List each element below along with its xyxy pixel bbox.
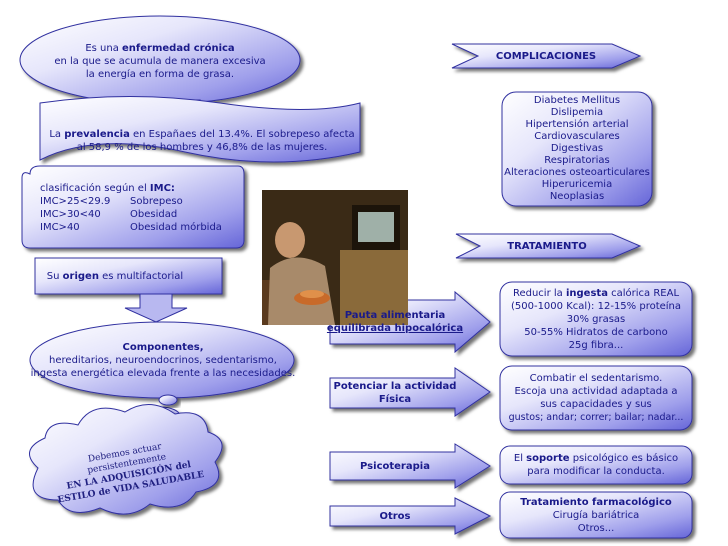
complicaciones-list: Diabetes Mellitus Dislipemia Hipertensió… xyxy=(502,94,652,204)
complicacion-item: Cardiovasculares xyxy=(534,131,620,142)
sedentarismo-line-1: Combatir el sedentarismo. xyxy=(529,373,663,384)
complicacion-item: Dislipemia xyxy=(550,107,604,118)
origin-box: Su origen es multifactorial xyxy=(35,258,195,294)
components-oval: Componentes, hereditarios, neuroendocrin… xyxy=(28,338,298,382)
farmaco-box: Tratamiento farmacológico Cirugía bariát… xyxy=(500,494,692,536)
farmaco-box-shape xyxy=(499,491,693,539)
down-arrow-shape xyxy=(124,293,188,323)
sedentarismo-line-2: Escoja una actividad adaptada a xyxy=(514,386,678,397)
otros-arrow: Otros xyxy=(330,507,460,525)
complicacion-item: Hipertensión arterial xyxy=(525,119,629,130)
intro-line-3: la energía en forma de grasa. xyxy=(85,68,235,80)
soporte-line-2: para modificar la conducta. xyxy=(527,466,665,477)
sedentarismo-box-shape xyxy=(499,365,693,431)
actividad-line-1: Potenciar la actividad xyxy=(333,381,457,392)
ingesta-box-shape xyxy=(499,281,693,357)
sedentarismo-line-3: sus capacidades y sus xyxy=(540,399,652,410)
sedentarismo-box: Combatir el sedentarismo. Escoja una act… xyxy=(500,368,692,428)
imc-header: clasificación según el IMC: xyxy=(40,183,175,194)
psicoterapia-label: Psicoterapia xyxy=(360,460,430,472)
farmaco-line-3: Otros... xyxy=(577,522,615,534)
pauta-arrow: Pauta alimentaria equilibrada hipocalóri… xyxy=(326,304,464,340)
components-line-2: hereditarios, neuroendocrinos, sedentari… xyxy=(49,354,277,366)
complicaciones-ribbon-shape xyxy=(451,43,642,69)
soporte-box: El soporte psicológico es básico para mo… xyxy=(500,448,692,482)
soporte-box-shape xyxy=(499,445,693,485)
prevalence-line-1: La prevalencia en Españaes del 13.4%. El… xyxy=(49,129,355,140)
complicacion-item: Hiperuricemia xyxy=(541,179,613,190)
otros-arrow-shape xyxy=(329,497,492,535)
complicaciones-ribbon: COMPLICACIONES xyxy=(476,46,616,66)
complicaciones-title: COMPLICACIONES xyxy=(495,50,597,62)
components-title: Componentes, xyxy=(122,341,204,353)
sedentarismo-line-4: gustos; andar; correr; bailar; nadar... xyxy=(508,412,684,423)
pauta-line-1: Pauta alimentaria xyxy=(344,310,446,321)
origin-box-shape xyxy=(34,257,223,295)
complicacion-item: Alteraciones osteoarticulares xyxy=(504,167,650,178)
psicoterapia-arrow: Psicoterapia xyxy=(330,456,460,476)
actividad-arrow: Potenciar la actividad Física xyxy=(330,380,460,406)
ingesta-line-1: Reducir la ingesta calórica REAL xyxy=(512,287,680,299)
cloud-shape xyxy=(29,404,223,515)
complicacion-item: Neoplasias xyxy=(549,191,605,202)
tratamiento-title: TRATAMIENTO xyxy=(507,240,587,252)
origin-text: Su origen es multifactorial xyxy=(46,270,184,282)
tratamiento-ribbon-shape xyxy=(455,233,642,259)
ingesta-line-2: (500-1000 Kcal): 12-15% proteína xyxy=(510,300,682,312)
tratamiento-ribbon: TRATAMIENTO xyxy=(480,236,614,256)
intro-line-1: Es una enfermedad crónica xyxy=(85,42,235,54)
imc-scroll-shape xyxy=(21,165,245,249)
ingesta-line-4: 50-55% Hidratos de carbono xyxy=(524,326,668,338)
complicacion-item: Diabetes Mellitus xyxy=(533,95,621,106)
tv-watching-photo xyxy=(262,190,408,325)
bubble-small xyxy=(158,394,178,406)
prevalence-box: La prevalencia en Españaes del 13.4%. El… xyxy=(44,126,360,156)
complicaciones-box-shape xyxy=(501,91,653,207)
pauta-line-2: equilibrada hipocalórica xyxy=(326,323,464,334)
prevalence-wave-shape xyxy=(39,96,361,163)
intro-oval: Es una enfermedad crónica en la que se a… xyxy=(30,36,290,86)
farmaco-title: Tratamiento farmacológico xyxy=(520,496,672,508)
farmaco-line-2: Cirugía bariátrica xyxy=(552,509,640,521)
ingesta-box: Reducir la ingesta calórica REAL (500-10… xyxy=(500,284,692,354)
ingesta-line-3: 30% grasas xyxy=(566,313,626,325)
prevalence-line-2: al 58,9 % de los hombres y 46,8% de las … xyxy=(76,142,328,153)
otros-label: Otros xyxy=(379,510,411,522)
soporte-line-1: El soporte psicológico es básico xyxy=(513,453,679,464)
complicacion-item: Respiratorias xyxy=(544,155,610,166)
psicoterapia-arrow-shape xyxy=(329,443,491,489)
intro-line-2: en la que se acumula de manera excesiva xyxy=(54,55,266,67)
ingesta-line-5: 25g fibra... xyxy=(568,339,624,351)
components-line-3: ingesta energética elevada frente a las … xyxy=(30,367,296,379)
actividad-arrow-shape xyxy=(329,367,491,417)
complicacion-item: Digestivas xyxy=(550,143,604,154)
actividad-line-2: Física xyxy=(378,394,412,405)
